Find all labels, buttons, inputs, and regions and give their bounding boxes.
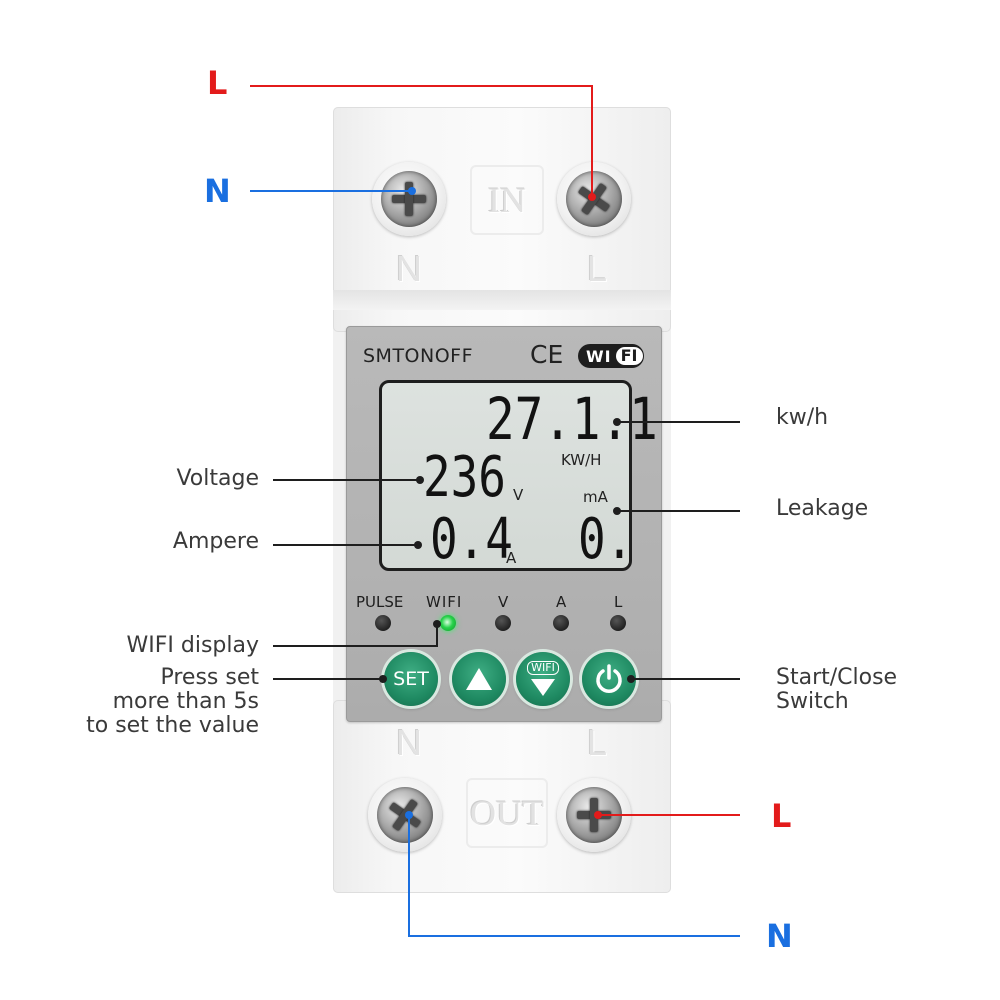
voltage-callout-label: Voltage [176,466,259,491]
triangle-down-icon [531,679,555,696]
ampere-callout-label: Ampere [172,529,259,554]
up-button[interactable] [452,652,506,706]
top-neutral-label: N [204,172,231,210]
lcd-leakage-unit: mA [583,488,608,506]
top-terminal-l-label: L [586,248,608,289]
out-label-box: OUT [466,778,548,848]
set-callout-label: Press set more than 5s to set the value [40,666,259,738]
power-button[interactable] [582,652,636,706]
pulse-led [375,615,391,631]
top-terminal-n-label: N [396,248,422,289]
indicator-label-a: A [556,593,567,611]
screw-head-icon [377,787,433,843]
set-callout-line-2: more than 5s [112,689,259,714]
wifi-display-callout-label: WIFI display [126,633,260,658]
indicator-label-pulse: PULSE [356,593,404,611]
lcd-energy-value: 27.1.1 [486,385,658,453]
indicator-label-l: L [614,593,623,611]
wifi-logo: WI FI [578,344,644,368]
bottom-neutral-screw [368,778,442,852]
leakage-led [610,615,626,631]
wifi-down-button[interactable]: WIFI [516,652,570,706]
out-label: OUT [470,793,544,833]
energy-callout-label: kw/h [776,405,829,430]
wifi-logo-wi: WI [586,346,612,366]
bottom-live-screw [557,778,631,852]
wifi-logo-fi: FI [615,347,643,365]
switch-callout-label: Start/Close Switch [776,666,897,714]
switch-callout-line-1: Start/Close [776,665,898,690]
bottom-terminal-l-label: L [586,722,608,763]
housing-shoulder [333,290,671,310]
lcd-leakage-value: 0. [578,507,634,572]
power-icon [596,664,622,693]
wifi-led [440,615,456,631]
set-callout-line-1: Press set [160,665,259,690]
screw-head-icon [566,787,622,843]
indicator-label-wifi: WIFI [426,593,463,611]
lcd-voltage-unit: V [513,486,524,504]
top-live-screw [557,162,631,236]
leakage-callout-label: Leakage [776,496,869,521]
screw-head-icon [566,171,622,227]
voltage-led [495,615,511,631]
indicator-label-v: V [498,593,509,611]
lcd-energy-unit: KW/H [561,451,602,469]
bottom-live-label: L [771,797,792,835]
lcd-voltage-value: 236 [423,445,506,510]
ampere-led [553,615,569,631]
top-live-label: L [207,64,228,102]
lcd-screen [379,380,632,571]
set-button[interactable]: SET [384,652,438,706]
brand-name: SMTONOFF [363,345,474,367]
switch-callout-line-2: Switch [776,689,849,714]
triangle-up-icon [466,668,492,690]
lcd-current-value: 0.4 [430,507,513,572]
bottom-terminal-n-label: N [396,722,422,763]
screw-head-icon [381,171,437,227]
set-callout-line-3: to set the value [86,713,259,738]
lcd-current-unit: A [506,549,517,567]
set-button-label: SET [393,668,429,690]
wifi-down-button-label: WIFI [527,661,559,675]
bottom-neutral-label: N [766,917,793,955]
in-label: IN [488,180,526,220]
in-label-box: IN [470,165,544,235]
ce-mark: CE [530,340,564,369]
top-neutral-screw [372,162,446,236]
